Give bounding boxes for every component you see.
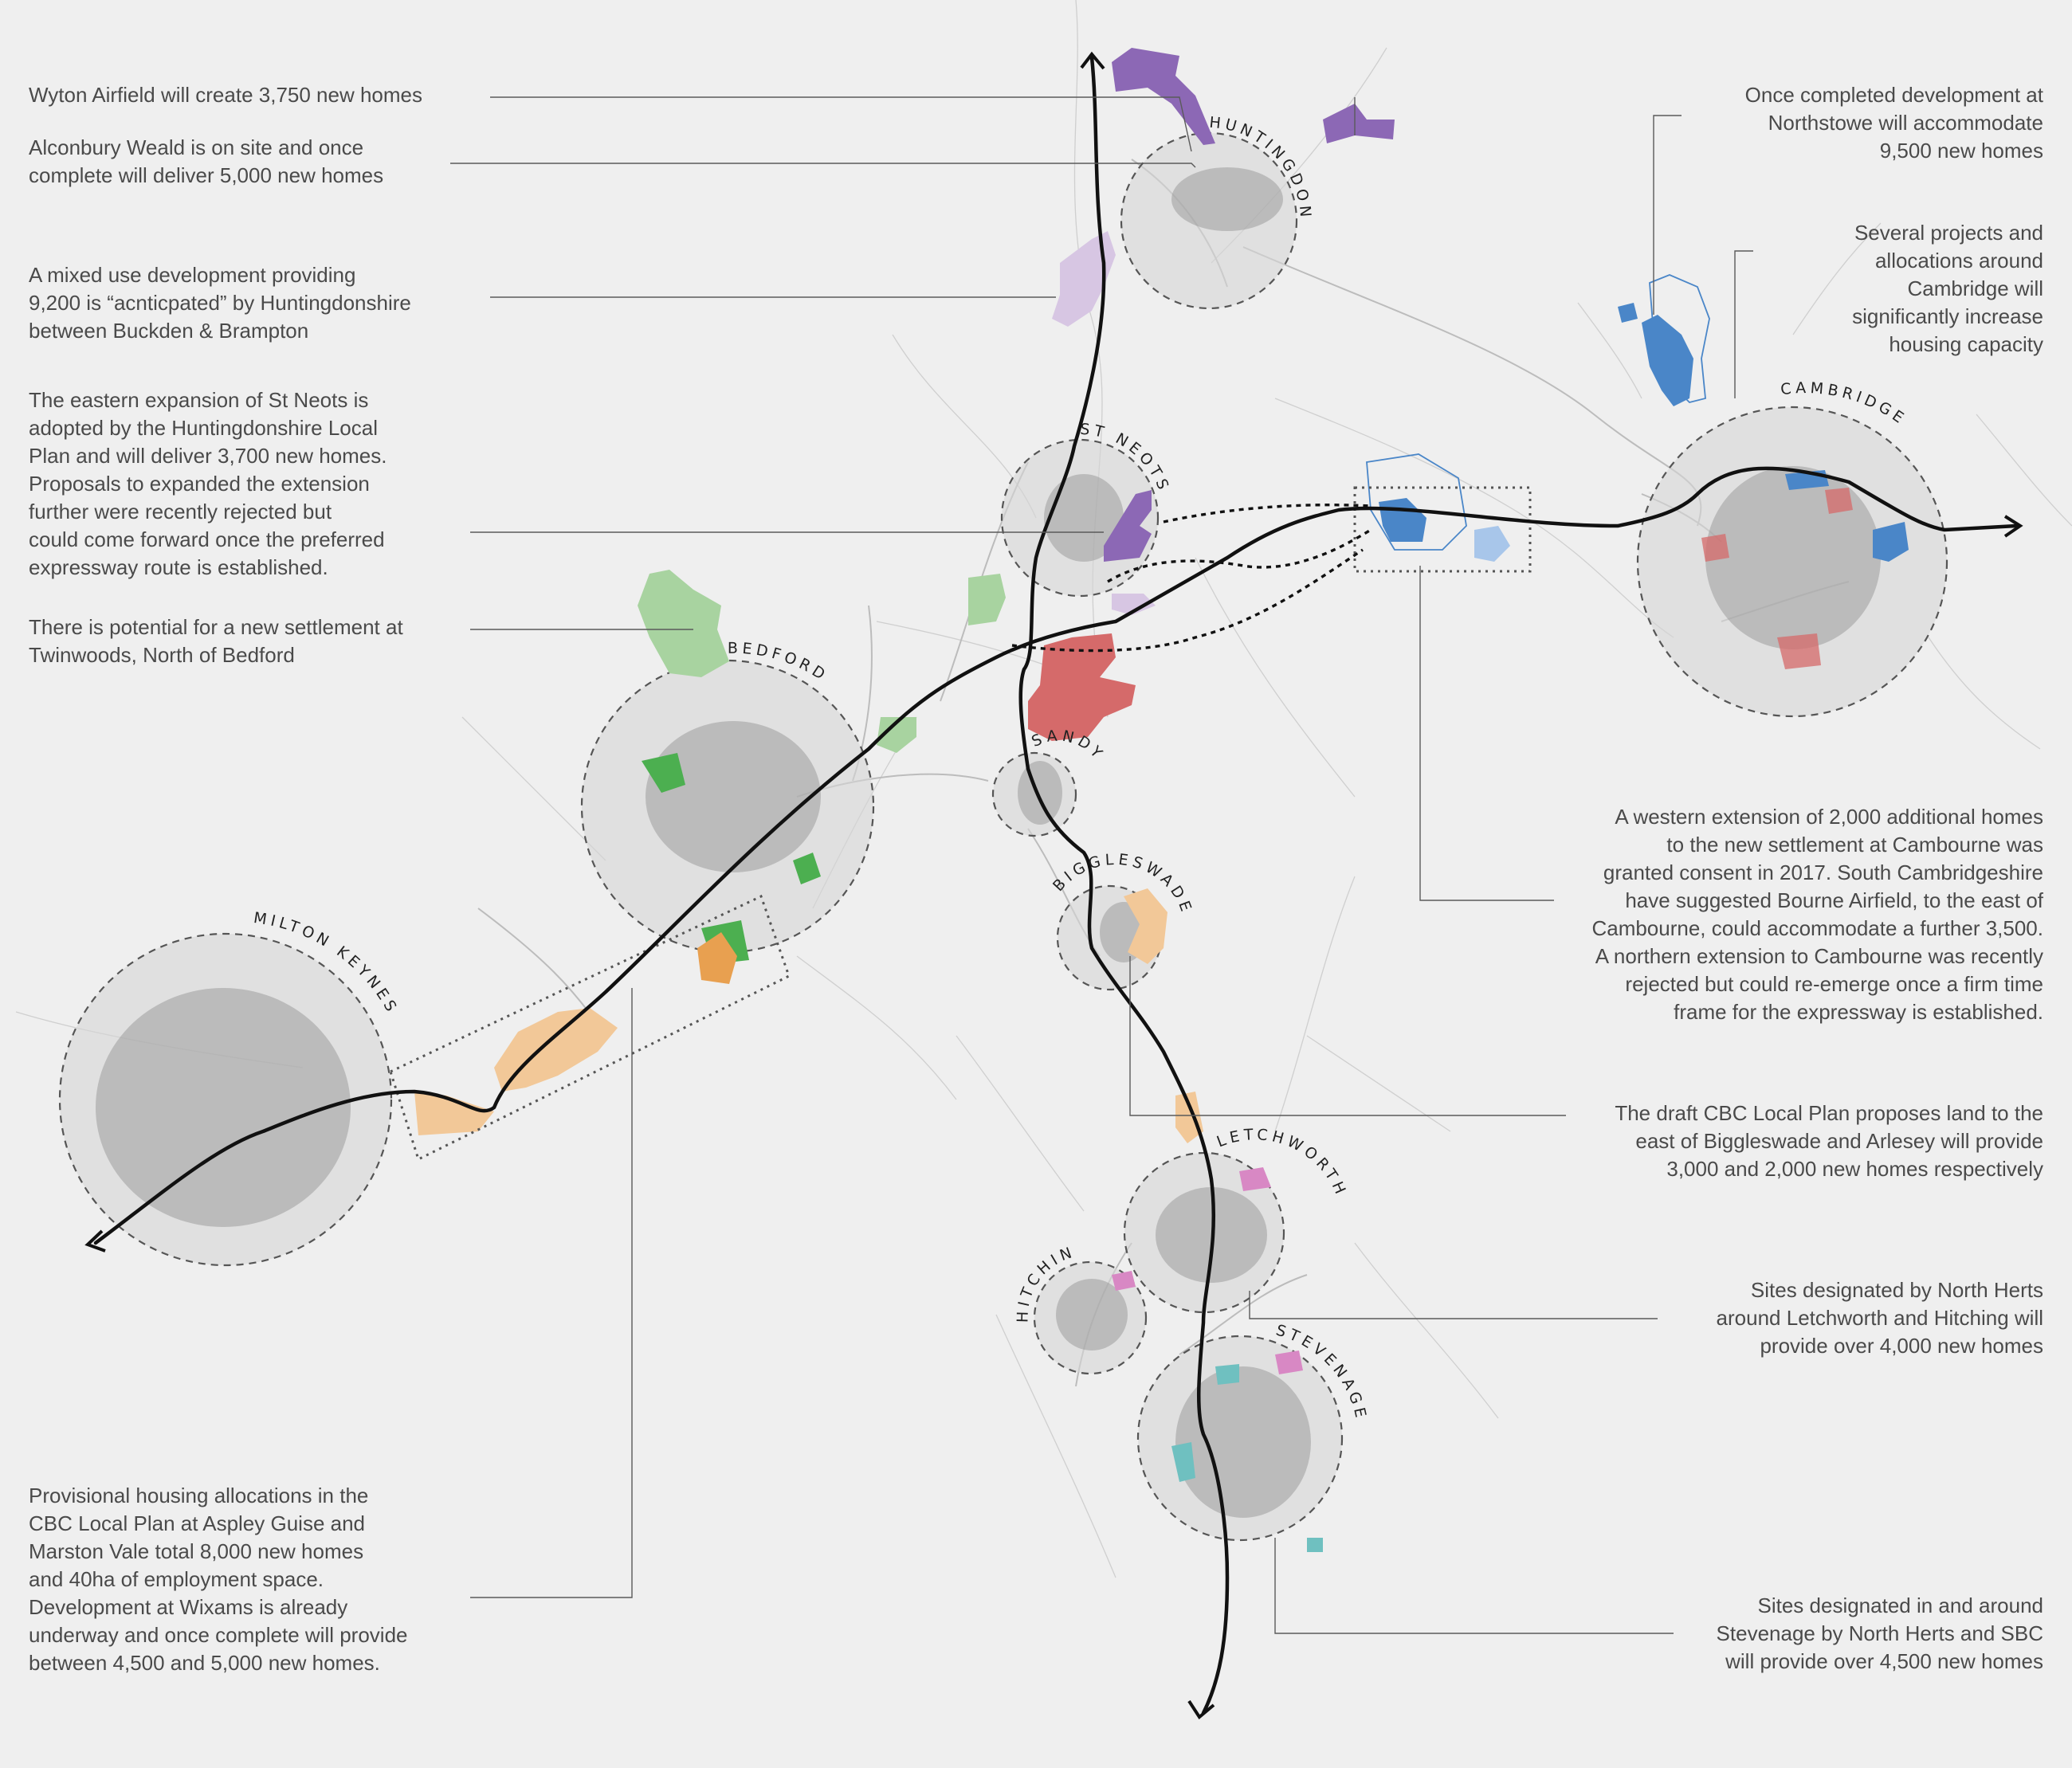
cambridge-blue-1: [1873, 522, 1909, 562]
urban-areas: [96, 167, 1881, 1518]
annotation-st-neots: The eastern expansion of St Neots is ado…: [29, 388, 387, 579]
bedford-east-green: [877, 717, 916, 753]
annotation-cambridge: Several projects and allocations around …: [1852, 221, 2043, 356]
development-sites: [414, 48, 1909, 1552]
letchworth-pink-2: [1112, 1271, 1136, 1291]
bedford-mk-corridor-box: [389, 894, 791, 1162]
annotation-aspley: Provisional housing allocations in the C…: [29, 1484, 408, 1675]
arrow-south-icon: [1187, 1699, 1215, 1719]
letchworth-pink-1: [1239, 1167, 1271, 1191]
bedford-orange-site: [697, 932, 737, 984]
expressway-option-1: [1163, 503, 1372, 523]
cambridge-red-2: [1777, 633, 1821, 669]
cambourne-outline: [1366, 453, 1467, 551]
arrow-west-icon: [84, 1229, 106, 1252]
alconbury-site: [1323, 104, 1395, 143]
annotation-alconbury: Alconbury Weald is on site and once comp…: [29, 135, 384, 187]
arlesey-site: [1175, 1092, 1203, 1143]
annotation-biggleswade: The draft CBC Local Plan proposes land t…: [1615, 1101, 2043, 1181]
stevenage-teal-1: [1171, 1442, 1195, 1482]
stevenage-teal-2: [1215, 1364, 1239, 1385]
buckden-site: [1052, 231, 1116, 327]
st-neots-east-site: [1104, 490, 1152, 562]
northstowe-outline: [1649, 274, 1710, 403]
arrow-east-icon: [2003, 515, 2023, 538]
northstowe-site: [1642, 315, 1693, 406]
annotation-twinwoods: There is potential for a new settlement …: [29, 615, 403, 667]
twinwoods-site: [638, 570, 729, 677]
annotation-cambourne: A western extension of 2,000 additional …: [1591, 805, 2043, 1024]
leader-lines: [450, 96, 1753, 1634]
st-neots-green-site: [968, 574, 1006, 625]
cambourne-corridor-box: [1353, 486, 1532, 573]
expressway-option-3: [1011, 548, 1364, 653]
wyton-site: [1112, 48, 1215, 145]
cambridge-red-3: [1701, 534, 1729, 562]
bedford-green-3: [793, 853, 821, 884]
annotation-letchworth: Sites designated by North Herts around L…: [1716, 1278, 2043, 1358]
biggleswade-site: [1124, 888, 1167, 964]
cambridge-red-1: [1825, 488, 1853, 514]
arrow-north-icon: [1080, 51, 1105, 70]
northstowe-small: [1618, 303, 1638, 323]
annotation-wyton: Wyton Airfield will create 3,750 new hom…: [29, 83, 422, 107]
stevenage-pink: [1275, 1351, 1303, 1374]
marston-vale-site: [494, 1008, 618, 1092]
aspley-guise-site: [414, 1092, 494, 1135]
expressway-east-west[interactable]: [93, 466, 2019, 1245]
stevenage-teal-3: [1307, 1538, 1323, 1552]
bedford-green-1: [642, 753, 685, 793]
st-neots-lilac-site: [1112, 594, 1156, 615]
wixams-red-site: [1028, 633, 1136, 741]
expressway-option-2: [1107, 528, 1372, 583]
bourne-site: [1474, 526, 1510, 562]
annotation-northstowe: Once completed development at Northstowe…: [1744, 83, 2043, 163]
annotation-stevenage: Sites designated in and around Stevenage…: [1716, 1594, 2043, 1673]
expressway-north-south[interactable]: [1018, 55, 1230, 1715]
annotation-buckden: A mixed use development providing 9,200 …: [29, 263, 411, 343]
